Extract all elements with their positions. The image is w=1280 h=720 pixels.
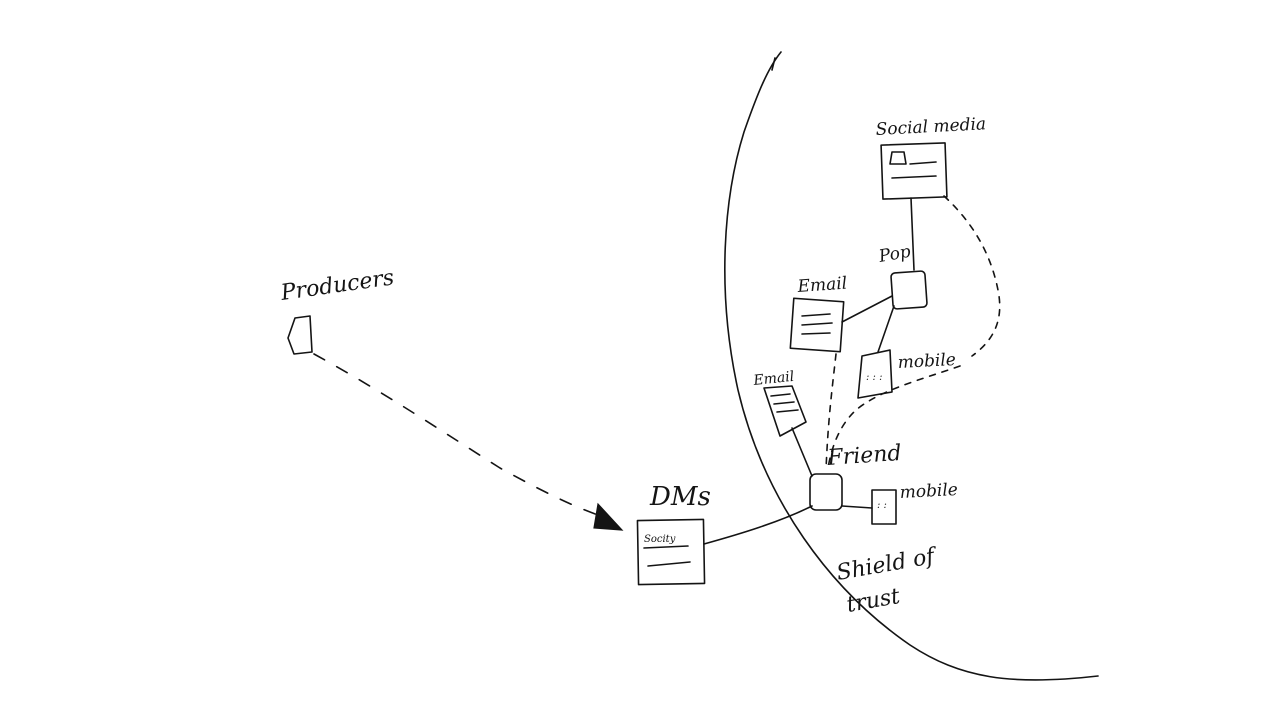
mobile-bottom-card	[871, 489, 897, 525]
shield-boundary-curve	[724, 51, 1099, 681]
dms-node: DMs Socity	[636, 482, 711, 586]
email-small-line-1	[770, 393, 791, 397]
mobile-bottom-label: mobile	[899, 480, 958, 503]
social-media-image-icon	[889, 151, 907, 165]
pop-to-mobile-top-link	[877, 305, 895, 353]
social-media-to-pop-link	[910, 197, 915, 271]
email-top-label: Email	[796, 274, 848, 297]
mobile-bottom-node: : : mobile	[871, 480, 958, 525]
shield-label-line-2: trust	[845, 584, 902, 618]
producers-to-dms-flow	[313, 353, 599, 516]
dms-card	[636, 518, 706, 586]
email-small-label: Email	[752, 369, 795, 389]
mobile-top-label: mobile	[897, 350, 956, 373]
social-media-card	[880, 142, 948, 200]
friend-to-mobile-bottom-link	[841, 505, 873, 509]
friend-label: Friend	[826, 441, 903, 471]
pop-box	[890, 270, 928, 310]
email-small-line-2	[773, 401, 795, 405]
email-top-to-friend-dashed-link	[825, 353, 837, 471]
email-small-card	[763, 385, 807, 437]
mobile-top-node: : : : mobile	[857, 349, 956, 399]
email-top-node: Email	[789, 274, 848, 353]
producers-label: Producers	[278, 265, 395, 306]
mobile-bottom-dots: : :	[877, 500, 887, 511]
email-top-card	[789, 297, 845, 353]
pop-to-email-top-link	[841, 295, 893, 323]
social-media-label: Social media	[875, 114, 986, 140]
producers-icon	[287, 315, 313, 355]
email-small-to-friend-link	[791, 427, 813, 477]
shield-label-line-1: Shield of	[835, 543, 940, 585]
dms-card-note: Socity	[644, 534, 676, 545]
email-top-line-2	[801, 322, 833, 326]
producers-node: Producers	[278, 265, 396, 355]
arrow-head-icon	[593, 502, 624, 531]
social-media-to-mobile-dashed-link	[943, 195, 1001, 357]
dms-to-friend-link	[703, 505, 813, 545]
social-media-node: Social media	[875, 114, 987, 200]
email-small-line-3	[776, 409, 799, 413]
shield-boundary-tick	[771, 57, 776, 71]
friend-node: Friend	[809, 441, 903, 511]
social-media-text-line-1	[909, 161, 937, 165]
mobile-top-dots: : : :	[866, 372, 882, 383]
mobile-top-card	[857, 349, 893, 399]
pop-node: Pop	[876, 242, 928, 310]
email-top-line-3	[801, 332, 831, 335]
friend-box	[809, 473, 843, 511]
dms-card-underline	[643, 545, 689, 549]
social-media-text-line-2	[891, 175, 937, 179]
email-top-line-1	[801, 313, 831, 317]
dms-label: DMs	[649, 482, 711, 512]
mobile-to-friend-dashed-link	[827, 365, 961, 469]
pop-label: Pop	[876, 242, 912, 267]
dms-card-text-line	[647, 561, 691, 567]
email-small-node: Email	[752, 369, 807, 437]
